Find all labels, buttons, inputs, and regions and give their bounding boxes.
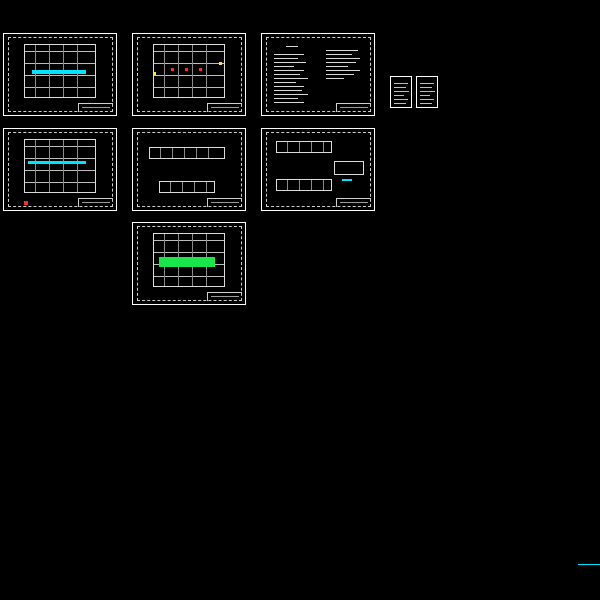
red-legend-box — [24, 201, 28, 205]
sheet-2[interactable] — [132, 33, 246, 116]
title-block — [78, 103, 113, 112]
title-block — [207, 292, 242, 301]
card-2[interactable] — [416, 76, 438, 108]
red-marker — [171, 68, 174, 71]
cyan-highlight — [32, 70, 86, 74]
sheet-border — [266, 37, 371, 112]
sheet-4[interactable] — [3, 128, 117, 211]
red-marker — [185, 68, 188, 71]
title-block — [336, 103, 371, 112]
elevation-upper — [149, 147, 225, 159]
sheet-7[interactable] — [132, 222, 246, 305]
detail-view — [334, 161, 364, 175]
elevation-lower — [276, 179, 332, 191]
sheet-3[interactable] — [261, 33, 375, 116]
green-highlight — [159, 257, 215, 267]
title-block — [207, 198, 242, 207]
sheet-border — [8, 132, 113, 207]
title-block — [336, 198, 371, 207]
yellow-marker — [219, 62, 222, 65]
sheet-5[interactable] — [132, 128, 246, 211]
cyan-highlight — [342, 179, 352, 181]
sheet-6[interactable] — [261, 128, 375, 211]
title-block — [78, 198, 113, 207]
floor-plan — [24, 139, 96, 193]
floor-plan — [153, 44, 225, 98]
card-1[interactable] — [390, 76, 412, 108]
ucs-axis-line — [578, 564, 600, 565]
yellow-marker — [153, 72, 156, 75]
sheet-1[interactable] — [3, 33, 117, 116]
sheet-border — [137, 37, 242, 112]
title-block — [207, 103, 242, 112]
sheet-border — [137, 226, 242, 301]
elevation-lower — [159, 181, 215, 193]
notes-column-right — [324, 42, 364, 108]
sheet-border — [266, 132, 371, 207]
notes-column-left — [272, 42, 312, 108]
sheet-border — [137, 132, 242, 207]
red-marker — [199, 68, 202, 71]
cyan-highlight — [28, 161, 86, 164]
sheet-border — [8, 37, 113, 112]
elevation-upper — [276, 141, 332, 153]
